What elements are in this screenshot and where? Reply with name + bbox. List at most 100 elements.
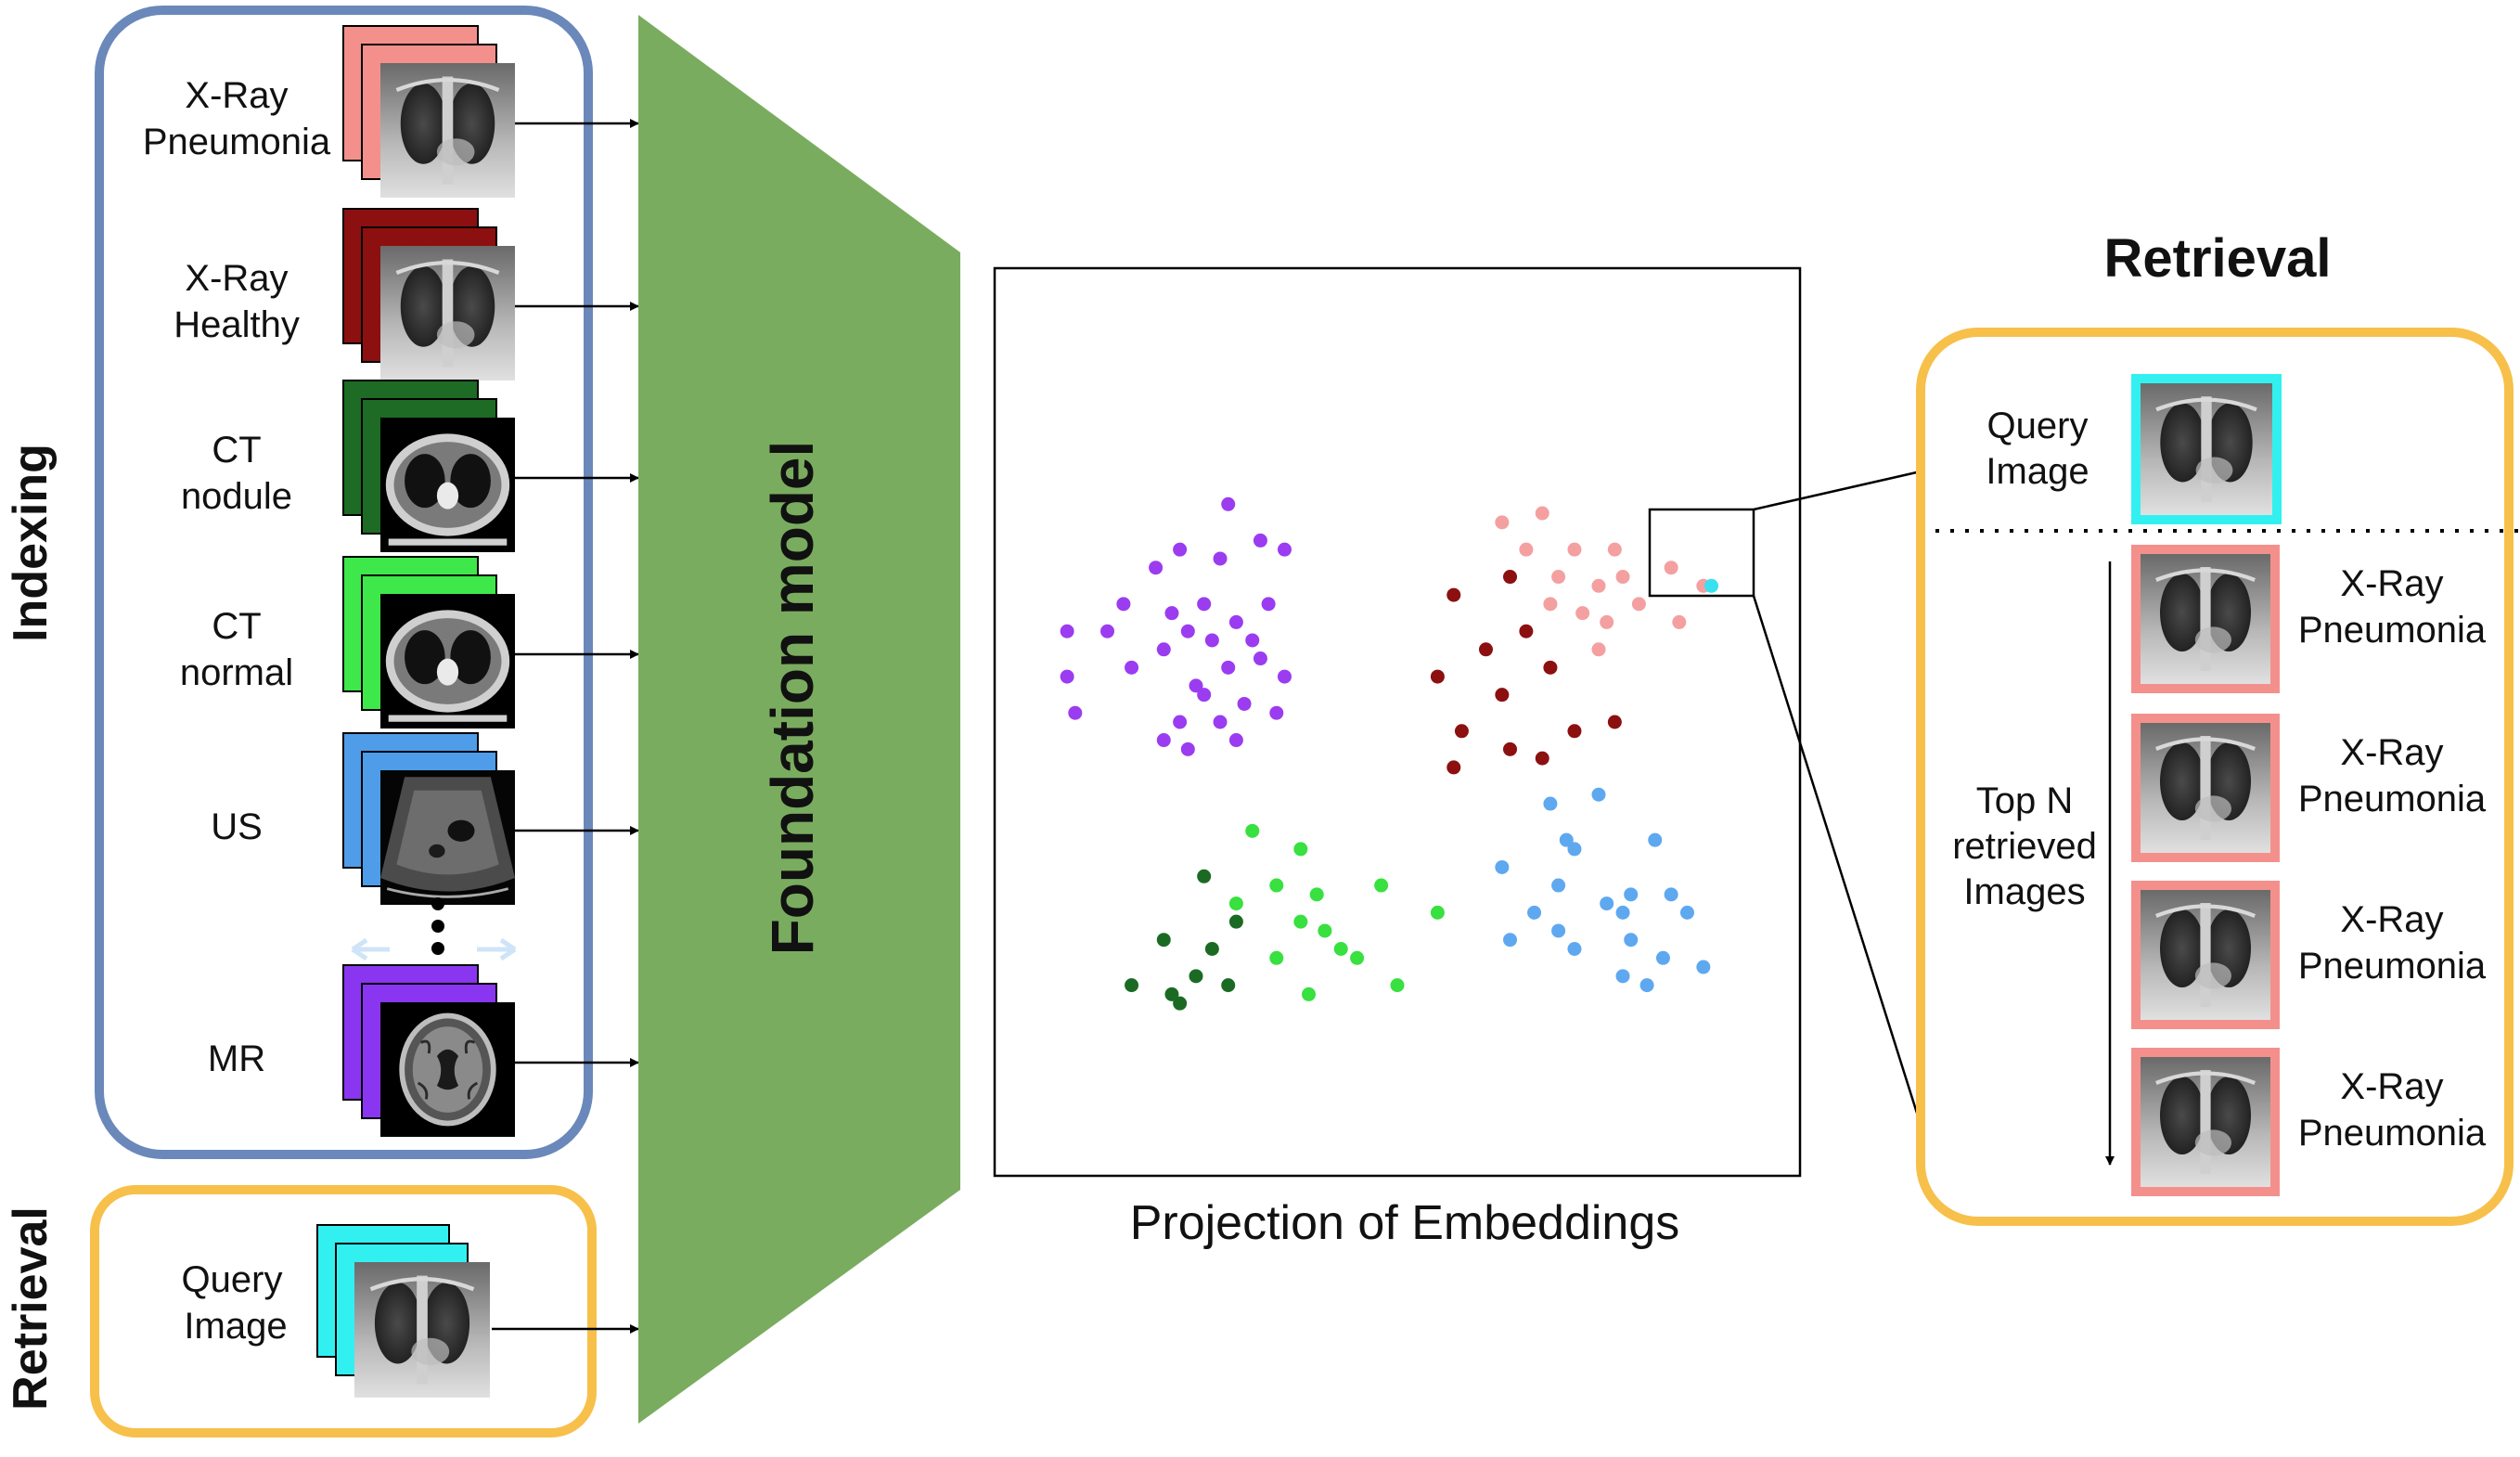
cluster-x-ray-healthy	[1430, 570, 1622, 775]
embedding-point	[1237, 696, 1252, 711]
embedding-point	[1100, 624, 1115, 638]
modality-label-line1: CT	[212, 606, 261, 647]
embedding-point	[1624, 933, 1639, 948]
embedding-point	[1228, 896, 1243, 911]
embedding-point	[1607, 542, 1622, 557]
retrieval-side-label: Retrieval	[4, 1206, 58, 1411]
zoom-line-top	[1753, 470, 1922, 511]
embedding-point	[1704, 578, 1719, 593]
embedding-point	[1495, 859, 1510, 874]
embedding-point	[1149, 561, 1164, 575]
indexing-item-mr: MR	[208, 964, 639, 1137]
result-frame	[2131, 545, 2280, 693]
embedding-point	[1519, 542, 1534, 557]
indexing-panel	[95, 6, 593, 1159]
chest-xray-icon	[2141, 1057, 2270, 1187]
indexing-item-us: US	[211, 732, 639, 905]
embedding-point	[1173, 715, 1188, 729]
chest-xray-icon	[2141, 723, 2270, 853]
result-label-line1: X-Ray	[2340, 563, 2443, 604]
modality-label-line2: Healthy	[174, 304, 300, 345]
embedding-point	[1478, 642, 1493, 657]
embedding-point	[1156, 733, 1171, 748]
embedding-point	[1116, 597, 1131, 612]
embedding-point	[1204, 942, 1219, 956]
embedding-point	[1543, 597, 1558, 612]
embedding-point	[1639, 978, 1654, 993]
embedding-point	[1213, 551, 1228, 566]
embedding-point	[1228, 733, 1243, 748]
embedding-point	[1454, 724, 1469, 739]
embedding-point	[1648, 832, 1663, 847]
embedding-point	[1615, 905, 1630, 920]
embedding-point	[1173, 996, 1188, 1011]
modality-label-line1: X-Ray	[185, 75, 288, 116]
retrieval-title: Retrieval	[2103, 228, 2331, 289]
embedding-point	[1567, 542, 1582, 557]
embedding-point	[1631, 597, 1646, 612]
embedding-point	[1333, 942, 1348, 956]
embedding-point	[1164, 606, 1179, 621]
embedding-point	[1591, 578, 1606, 593]
embedding-point	[1446, 760, 1461, 775]
result-frame	[2131, 1048, 2280, 1196]
cluster-us	[1495, 787, 1711, 993]
embedding-point	[1551, 878, 1566, 893]
more-modalities-ellipsis	[351, 897, 517, 961]
embedding-point	[1221, 496, 1236, 511]
embedding-point	[1591, 642, 1606, 657]
embedding-point	[1197, 597, 1212, 612]
ultrasound-icon	[380, 770, 515, 905]
embedding-point	[1228, 614, 1243, 629]
ct-scan-icon	[380, 418, 515, 552]
embedding-point	[1197, 869, 1212, 883]
embedding-point	[1173, 542, 1188, 557]
embedding-point	[1302, 986, 1317, 1001]
embedding-point	[1228, 914, 1243, 929]
result-label-line2: Pneumonia	[2298, 1113, 2487, 1154]
embedding-point	[1261, 597, 1276, 612]
embedding-point	[1189, 678, 1203, 693]
result-label-line1: X-Ray	[2340, 1066, 2443, 1107]
embedding-point	[1125, 660, 1139, 675]
embedding-point	[1679, 905, 1694, 920]
embedding-point	[1559, 832, 1574, 847]
cluster-ct-normal	[1228, 823, 1445, 1001]
result-frame	[2131, 881, 2280, 1029]
indexing-side-label: Indexing	[4, 444, 58, 642]
foundation-model-block	[638, 15, 960, 1424]
embedding-point	[1600, 896, 1614, 911]
embedding-point	[1156, 933, 1171, 948]
retrieval-query-label-line2: Image	[1986, 451, 2089, 492]
cluster-x-ray-pneumonia	[1495, 506, 1711, 657]
embedding-point	[1293, 914, 1308, 929]
embedding-point	[1615, 969, 1630, 984]
embedding-point	[1204, 633, 1219, 648]
retrieval-panel	[1916, 328, 2514, 1226]
embedding-point	[1221, 660, 1236, 675]
zoom-line-bottom	[1752, 595, 1922, 1126]
embedding-point	[1567, 942, 1582, 956]
embedding-point	[1350, 950, 1365, 965]
embedding-point	[1519, 624, 1534, 638]
embedding-point	[1221, 978, 1236, 993]
embedding-point	[1430, 905, 1445, 920]
embedding-point	[1180, 624, 1195, 638]
embedding-projection-plot	[993, 266, 1802, 1178]
embedding-point	[1060, 669, 1074, 684]
embedding-point	[1535, 506, 1549, 521]
retrieved-images-list: X-RayPneumoniaX-RayPneumoniaX-RayPneumon…	[2131, 545, 2487, 1196]
embedding-point	[1495, 688, 1510, 703]
embedding-point	[1213, 715, 1228, 729]
modality-label-line1: X-Ray	[185, 258, 288, 299]
result-label-line2: Pneumonia	[2298, 946, 2487, 986]
embedding-point	[1551, 923, 1566, 938]
embedding-points	[1060, 496, 1719, 1011]
